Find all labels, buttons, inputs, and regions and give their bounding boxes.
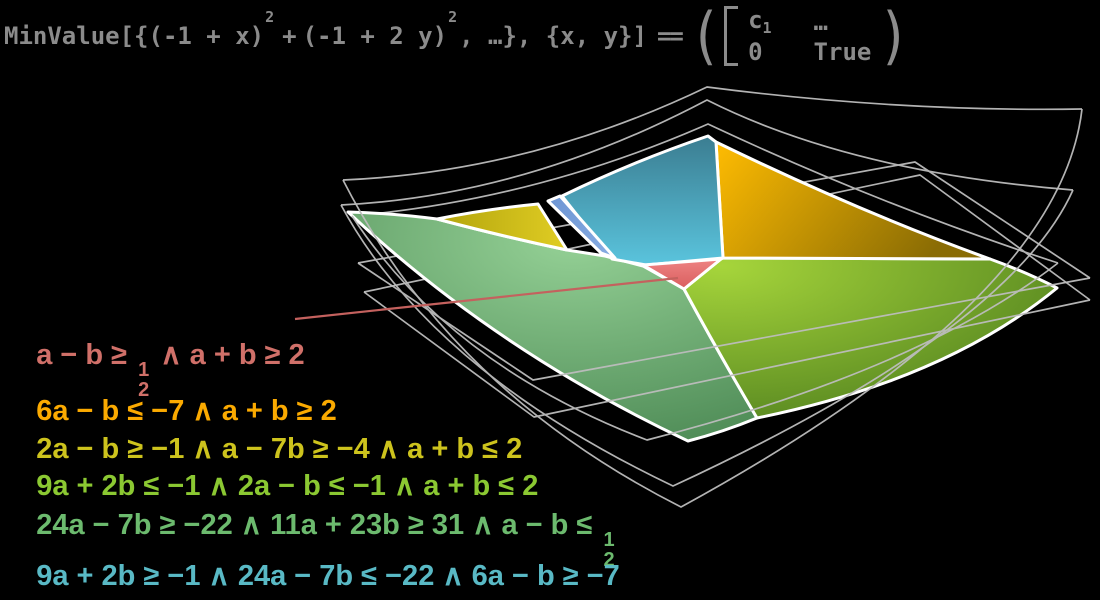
wireframe-sheet-bottom-edge bbox=[340, 189, 1074, 487]
legend-item-seagreen: 24a − 7b ≥ −22 ∧ 11a + 23b ≥ 31 ∧ a − b … bbox=[4, 474, 618, 600]
region-cyan bbox=[560, 134, 725, 267]
formula-open-bracket: [{ bbox=[119, 22, 149, 50]
piecewise-paren-open: ( bbox=[695, 0, 717, 72]
plus-operator: + bbox=[282, 22, 297, 50]
formula-variables: , …}, {x, y} bbox=[459, 22, 633, 50]
wireframe-sheet-top-edge bbox=[340, 99, 1074, 206]
wireframe-sheet-top-edge bbox=[351, 123, 1059, 264]
region-lightgreen bbox=[682, 256, 1059, 420]
legend-item-blue: 9a + 2b ≥ −1 ∧ a − 7b ≤ −4 ∧ 11a + 23b ≤… bbox=[4, 563, 623, 600]
formula-exponent2: 2 bbox=[448, 8, 458, 26]
region-orange bbox=[714, 140, 992, 261]
piecewise-paren-close: ) bbox=[883, 0, 904, 72]
output-expression: MinValue [{ (-1 + x) 2 + (-1 + 2 y) 2 , … bbox=[4, 0, 906, 72]
region-red bbox=[641, 257, 723, 291]
formula-exponent1: 2 bbox=[265, 8, 275, 26]
piecewise-value-1: c1 bbox=[748, 6, 772, 37]
region-yellow bbox=[435, 202, 569, 252]
formula-term1: (-1 + x) bbox=[148, 22, 265, 50]
wireframe-plane-bottom-edge bbox=[357, 262, 1091, 381]
legend-item-yellow: 2a − b ≥ −1 ∧ a − 7b ≥ −4 ∧ a + b ≤ 2 bbox=[36, 433, 523, 465]
wireframe-sheet-top-edge bbox=[342, 86, 1083, 181]
piecewise-condition-2: True bbox=[813, 38, 872, 66]
piecewise-matrix: c1 … 0 True bbox=[748, 6, 871, 66]
piecewise-value-2: 0 bbox=[748, 38, 763, 66]
wireframe-plane-bottom-edge bbox=[363, 291, 1091, 418]
legend-item-lightgreen: 9a + 2b ≤ −1 ∧ 2a − b ≤ −1 ∧ a + b ≤ 2 bbox=[36, 470, 539, 502]
formula-head: MinValue bbox=[4, 22, 120, 50]
formula-close-bracket: ] bbox=[632, 22, 647, 50]
piecewise-condition-1: … bbox=[813, 7, 828, 36]
callout-line bbox=[294, 276, 679, 321]
wireframe-front bbox=[340, 108, 1091, 508]
equals-sign: == bbox=[656, 22, 684, 50]
formula-term2: (-1 + 2 y) bbox=[302, 22, 448, 50]
legend-item-teal: 9a + 2b ≥ −1 ∧ 24a − 7b ≤ −22 ∧ 6a − b ≥… bbox=[36, 560, 620, 592]
piecewise-bracket bbox=[724, 6, 739, 66]
wireframe-sheet-bottom-edge bbox=[351, 215, 1059, 441]
legend-item-orange: 6a − b ≤ −7 ∧ a + b ≥ 2 bbox=[36, 395, 337, 427]
region-blue bbox=[546, 194, 617, 260]
min-surface bbox=[346, 134, 1059, 443]
